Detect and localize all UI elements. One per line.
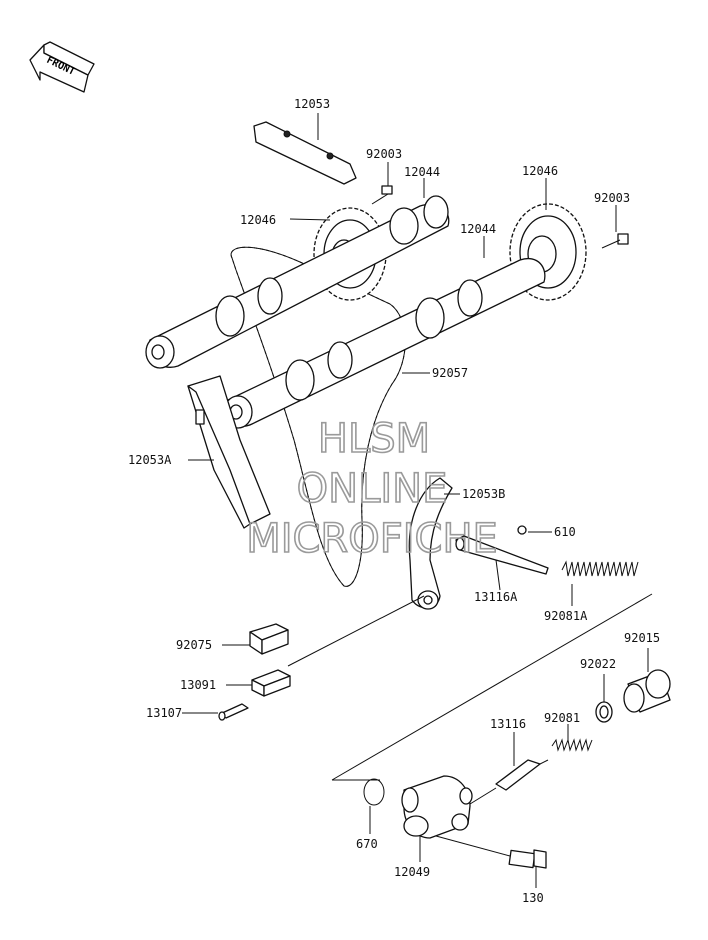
part-label-92075: 92075: [176, 638, 212, 652]
watermark-line2: ONLINE: [297, 466, 448, 512]
part-label-12053: 12053: [294, 97, 330, 111]
spring-icon: [561, 560, 639, 577]
pin-icon: [218, 703, 249, 721]
part-label-92081A: 92081A: [544, 609, 588, 623]
chain-guide-top: [253, 121, 357, 185]
ball-icon: [517, 525, 527, 535]
part-labels: 12053 92003 12044 12046 12046 92003 1204…: [128, 97, 660, 905]
tensioner-body-icon: [401, 775, 473, 839]
washer-icon: [595, 701, 613, 723]
watermark: HLSM ONLINE MICROFICHE: [245, 415, 498, 563]
part-label-92057: 92057: [432, 366, 468, 380]
part-label-12046b: 12046: [522, 164, 558, 178]
tensioner-guide-icon: [408, 477, 453, 610]
part-label-130: 130: [522, 891, 544, 905]
bolt-icon: [371, 185, 393, 205]
spring-icon: [551, 738, 593, 752]
part-label-13116A: 13116A: [474, 590, 518, 604]
part-label-13116: 13116: [490, 717, 526, 731]
part-label-12053B: 12053B: [462, 487, 505, 501]
rod-icon: [455, 535, 549, 575]
part-label-12044a: 12044: [404, 165, 440, 179]
part-label-92022: 92022: [580, 657, 616, 671]
part-label-610: 610: [554, 525, 576, 539]
leader-lines: [182, 113, 653, 888]
watermark-line3: MICROFICHE: [246, 516, 498, 562]
part-label-13091: 13091: [180, 678, 216, 692]
camshaft-icon: [145, 195, 450, 369]
part-label-670: 670: [356, 837, 378, 851]
part-label-12044b: 12044: [460, 222, 496, 236]
cap-icon: [623, 669, 671, 713]
part-label-92003b: 92003: [594, 191, 630, 205]
part-label-13107: 13107: [146, 706, 182, 720]
part-label-92003a: 92003: [366, 147, 402, 161]
plunger-icon: [495, 759, 549, 791]
cam-chain-icon: [230, 246, 406, 587]
o-ring-icon: [363, 778, 385, 806]
part-label-92081: 92081: [544, 711, 580, 725]
part-label-12053A: 12053A: [128, 453, 172, 467]
part-label-92015: 92015: [624, 631, 660, 645]
holder-icon: [251, 669, 291, 697]
bolt-icon: [601, 233, 629, 249]
front-direction-arrow-icon: FRONT: [29, 41, 95, 93]
part-label-12049: 12049: [394, 865, 430, 879]
damper-icon: [249, 623, 289, 655]
watermark-line1: HLSM: [318, 416, 430, 462]
flange-bolt-icon: [508, 849, 547, 869]
chain-guide-icon: [187, 375, 271, 529]
part-label-12046a: 12046: [240, 213, 276, 227]
